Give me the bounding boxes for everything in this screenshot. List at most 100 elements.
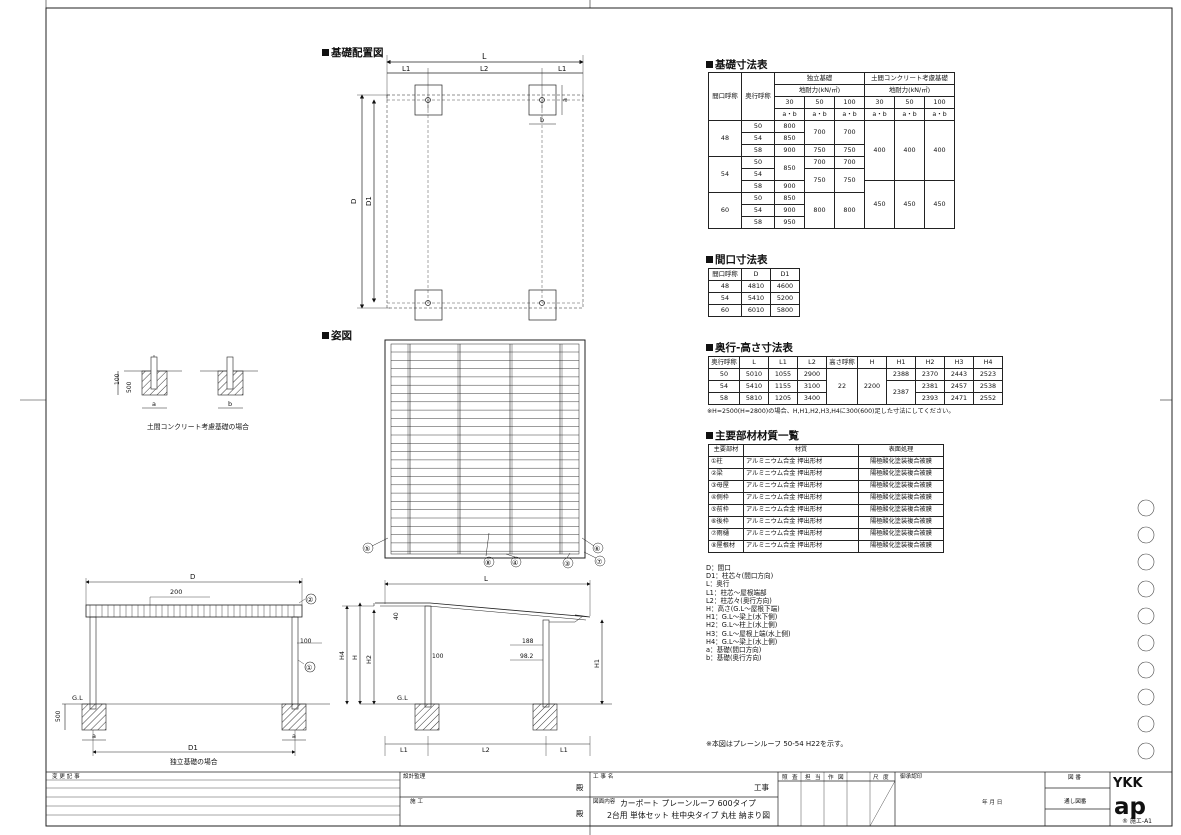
cell: 450: [894, 180, 925, 229]
dim-L1-right: L1: [558, 65, 566, 73]
drawing-content-label: 図面内容: [593, 797, 616, 805]
dim-H3: H: [351, 655, 359, 660]
material: アルミニウム合金 押出形材: [743, 516, 859, 529]
callout-3: ③: [564, 560, 570, 568]
cell: 2388: [886, 368, 916, 381]
callout-2: ②: [307, 596, 313, 604]
legend-item: H1：G.L～梁上(水下側): [706, 613, 778, 622]
dim-40: 40: [393, 612, 400, 620]
legend: D：間口 D1：柱芯々(間口方向) L：奥行 L1：柱芯～屋根端部 L2：柱芯々…: [706, 564, 791, 662]
frontage-table: 間口呼称 D D1 48 4810 4600 54 5410 5200 60 6…: [708, 268, 800, 317]
dim-H1: H1: [593, 659, 601, 668]
cell-depth: 54: [741, 204, 775, 217]
th-soil: 土間コンクリート考慮基礎: [864, 72, 955, 85]
dim-D1: D1: [365, 196, 373, 206]
project-name-label: 工 事 名: [593, 772, 613, 780]
dim-L1-side-left: L1: [400, 746, 408, 754]
cell: 800: [804, 192, 835, 229]
legend-item: b：基礎(奥行方向): [706, 654, 762, 663]
th: 高さ呼称: [826, 356, 858, 369]
cell: 700: [804, 120, 835, 145]
cell: 850: [774, 132, 805, 145]
cell: 2387: [886, 380, 916, 405]
legend-item: H3：G.L～屋根上端(水上側): [706, 629, 791, 638]
finish: 陽極酸化塗装複合被膜: [858, 456, 944, 469]
cell: 700: [834, 120, 865, 145]
cell-depth: 50: [741, 156, 775, 169]
th: 間口呼称: [708, 268, 742, 281]
side-elevation: [342, 580, 612, 756]
th: H3: [944, 356, 974, 369]
legend-item: L2：柱芯々(奥行方向): [706, 596, 772, 605]
material: アルミニウム合金 押出形材: [743, 504, 859, 517]
part: ⑦雨樋: [708, 528, 744, 541]
dim-b-footing: b: [228, 400, 232, 408]
fold-marks: [1137, 499, 1155, 760]
cell-depth: 50: [741, 192, 775, 205]
part: ①柱: [708, 456, 744, 469]
cell: 2471: [944, 392, 974, 405]
callout-4: ④: [512, 559, 518, 567]
material: アルミニウム合金 押出形材: [743, 468, 859, 481]
th-ab: a・b: [774, 108, 805, 121]
cell: 750: [804, 144, 835, 157]
cell-depth: 58: [741, 216, 775, 229]
section-title-layout: 基礎配置図: [322, 45, 384, 60]
legend-item: L1：柱芯～屋根端部: [706, 588, 767, 597]
th: 材質: [743, 444, 859, 457]
cell-height-code: 22: [826, 368, 858, 405]
cell: 750: [834, 144, 865, 157]
th-load: 30: [864, 96, 895, 109]
callout-7: ⑦: [596, 558, 602, 566]
finish: 陽極酸化塗装複合被膜: [858, 516, 944, 529]
material: アルミニウム合金 押出形材: [743, 540, 859, 553]
logo-ykk: YKK: [1112, 776, 1143, 791]
dim-100-footing: 100: [114, 373, 121, 385]
callout-8: ⑧: [485, 559, 491, 567]
dim-200: 200: [170, 588, 182, 596]
th: L: [739, 356, 769, 369]
section-title-foundation: 基礎寸法表: [706, 57, 768, 72]
sheet-label: 通し図番: [1064, 797, 1087, 805]
approval-label: 御承認印: [900, 772, 923, 780]
finish: 陽極酸化塗装複合被膜: [858, 540, 944, 553]
legend-item: L：奥行: [706, 580, 730, 589]
soil-footing-caption: 土間コンクリート考慮基礎の場合: [147, 422, 249, 431]
height-note: ※H=2500(H=2800)の場合、H,H1,H2,H3,H4に300(600…: [707, 408, 955, 415]
cell: 4810: [741, 280, 771, 293]
part: ③母屋: [708, 480, 744, 493]
dim-L1-side-right: L1: [560, 746, 568, 754]
cell: 400: [924, 120, 955, 181]
th: L1: [768, 356, 798, 369]
dim-a-footing: a: [152, 400, 156, 408]
cell: 750: [834, 168, 865, 193]
th-load: 30: [774, 96, 805, 109]
th: H1: [886, 356, 916, 369]
th-load: 50: [894, 96, 925, 109]
cell: 54: [708, 380, 740, 393]
cell-frontage-48: 48: [708, 120, 742, 157]
dim-D1-elev: D1: [188, 744, 198, 752]
dim-98: 98.2: [520, 653, 534, 660]
section-title-depth-height: 奥行-高さ寸法表: [706, 340, 793, 355]
logo-ap: ap: [1114, 794, 1146, 820]
callout-6: ⑥: [594, 545, 600, 553]
cell: 1205: [768, 392, 798, 405]
legend-item: D1：柱芯々(間口方向): [706, 572, 774, 581]
independent-footing-caption: 独立基礎の場合: [170, 757, 218, 766]
cell-depth: 54: [741, 168, 775, 181]
section-title-elevation: 姿図: [322, 328, 352, 343]
cell: 1155: [768, 380, 798, 393]
cell: 2381: [915, 380, 945, 393]
legend-item: D：間口: [706, 564, 731, 572]
dim-D-elev: D: [190, 573, 195, 581]
cell: 2900: [797, 368, 827, 381]
cell: 2457: [944, 380, 974, 393]
dim-188: 188: [522, 638, 534, 645]
contractor-label: 施 工: [410, 797, 423, 805]
dim-L2-side: L2: [482, 746, 490, 754]
material: アルミニウム合金 押出形材: [743, 456, 859, 469]
cell: 5410: [741, 292, 771, 305]
legend-item: H2：G.L～柱上(水上側): [706, 621, 778, 630]
